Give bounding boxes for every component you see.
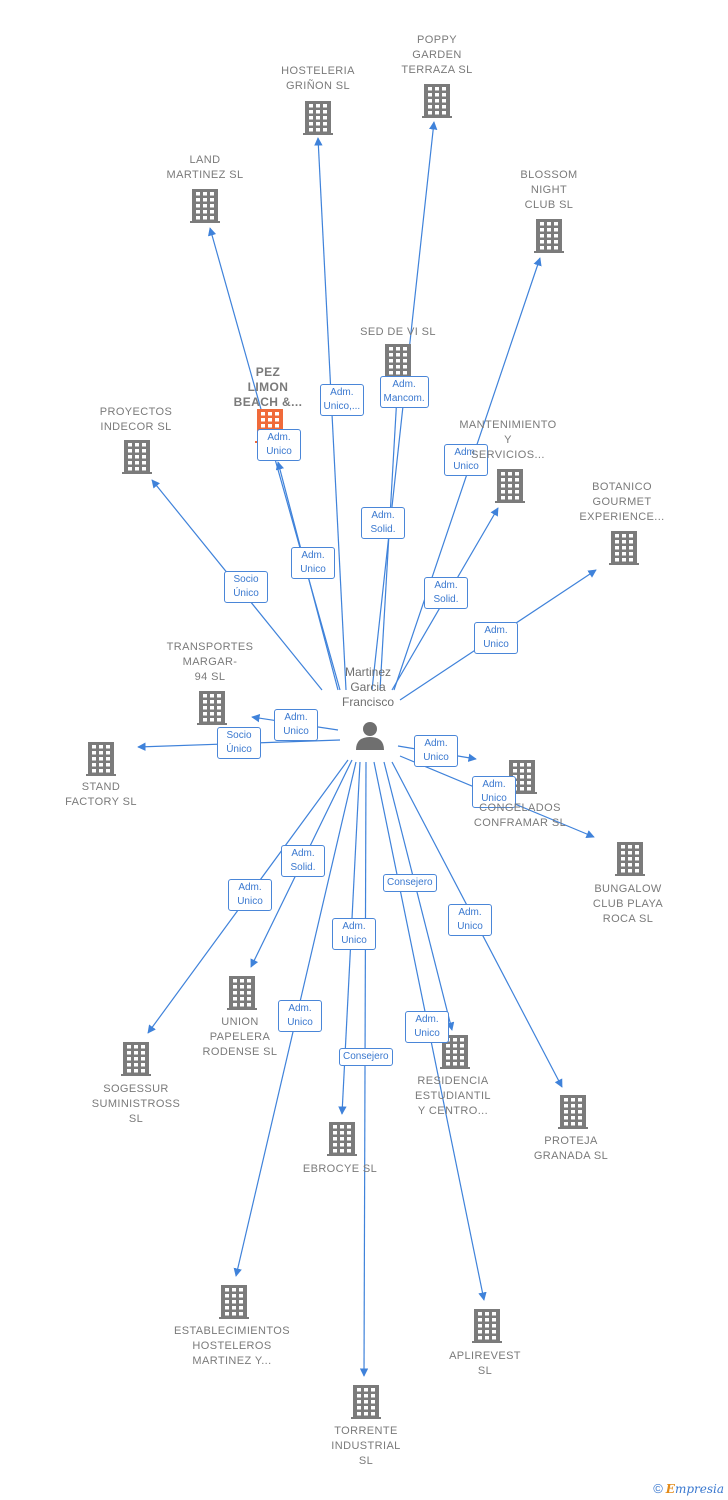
establecimientos-building-icon[interactable]	[219, 1285, 249, 1319]
union-papelera-building-icon[interactable]	[227, 976, 257, 1010]
copyright-symbol: ©	[653, 1481, 663, 1496]
ebrocye-building-icon[interactable]	[327, 1122, 357, 1156]
relation-label-bungalow[interactable]: Adm.Unico	[472, 776, 516, 808]
relation-label-sed-de-vi[interactable]: Adm.Solid.	[361, 507, 405, 539]
relation-label-establecimientos[interactable]: Adm.Unico	[278, 1000, 322, 1032]
relation-label-union-papelera[interactable]: Adm.Solid.	[281, 845, 325, 877]
relation-label-mantenimiento[interactable]: Adm.Solid.	[424, 577, 468, 609]
brand-name: mpresia	[674, 1482, 724, 1496]
relation-label-congelados[interactable]: Adm.Unico	[414, 735, 458, 767]
company-name-ebrocye[interactable]: EBROCYE SL	[302, 1163, 378, 1175]
relation-label-pez-limon[interactable]: Adm.Unico	[291, 547, 335, 579]
relation-label-aplirevest[interactable]: Adm.Unico	[405, 1011, 449, 1043]
aplirevest-building-icon[interactable]	[472, 1309, 502, 1343]
sogessur-building-icon[interactable]	[121, 1042, 151, 1076]
hosteleria-grinon-building-icon[interactable]	[303, 101, 333, 135]
proteja-building-icon[interactable]	[558, 1095, 588, 1129]
relation-label-transportes[interactable]: Adm.Unico	[274, 709, 318, 741]
edge-torrente	[359, 761, 369, 1377]
relation-label-hosteleria-grinon[interactable]: Adm.Unico,...	[319, 384, 365, 416]
mantenimiento-building-icon[interactable]	[495, 469, 525, 503]
relation-label-land-martinez[interactable]: Adm.Unico	[257, 429, 301, 461]
company-name-sed-de-vi[interactable]: SED DE VI SL	[360, 326, 436, 338]
land-martinez-building-icon[interactable]	[190, 189, 220, 223]
relation-label-sogessur[interactable]: Adm.Unico	[228, 879, 272, 911]
edge-residencia	[383, 761, 455, 1031]
stand-factory-building-icon[interactable]	[86, 742, 116, 776]
person-icon[interactable]	[356, 722, 384, 750]
proyectos-indecor-building-icon[interactable]	[122, 440, 152, 474]
relation-label-botanico[interactable]: Adm.Unico	[474, 622, 518, 654]
blossom-night-building-icon[interactable]	[534, 219, 564, 253]
poppy-garden-building-icon[interactable]	[422, 84, 452, 118]
sed-de-vi-building-icon[interactable]	[383, 344, 413, 378]
relation-label-residencia[interactable]: Consejero	[383, 874, 437, 892]
relation-label-blossom-night[interactable]: Adm.Unico	[444, 444, 488, 476]
relation-label-poppy-garden[interactable]: Adm.Mancom.	[379, 376, 429, 408]
relation-label-ebrocye[interactable]: Adm.Unico	[332, 918, 376, 950]
botanico-building-icon[interactable]	[609, 531, 639, 565]
empresia-watermark: ©Empresia	[653, 1481, 724, 1496]
transportes-building-icon[interactable]	[197, 691, 227, 725]
bungalow-building-icon[interactable]	[615, 842, 645, 876]
relation-label-torrente[interactable]: Consejero	[339, 1048, 393, 1066]
brand-initial: E	[665, 1482, 675, 1496]
torrente-building-icon[interactable]	[351, 1385, 381, 1419]
relation-label-proteja[interactable]: Adm.Unico	[448, 904, 492, 936]
